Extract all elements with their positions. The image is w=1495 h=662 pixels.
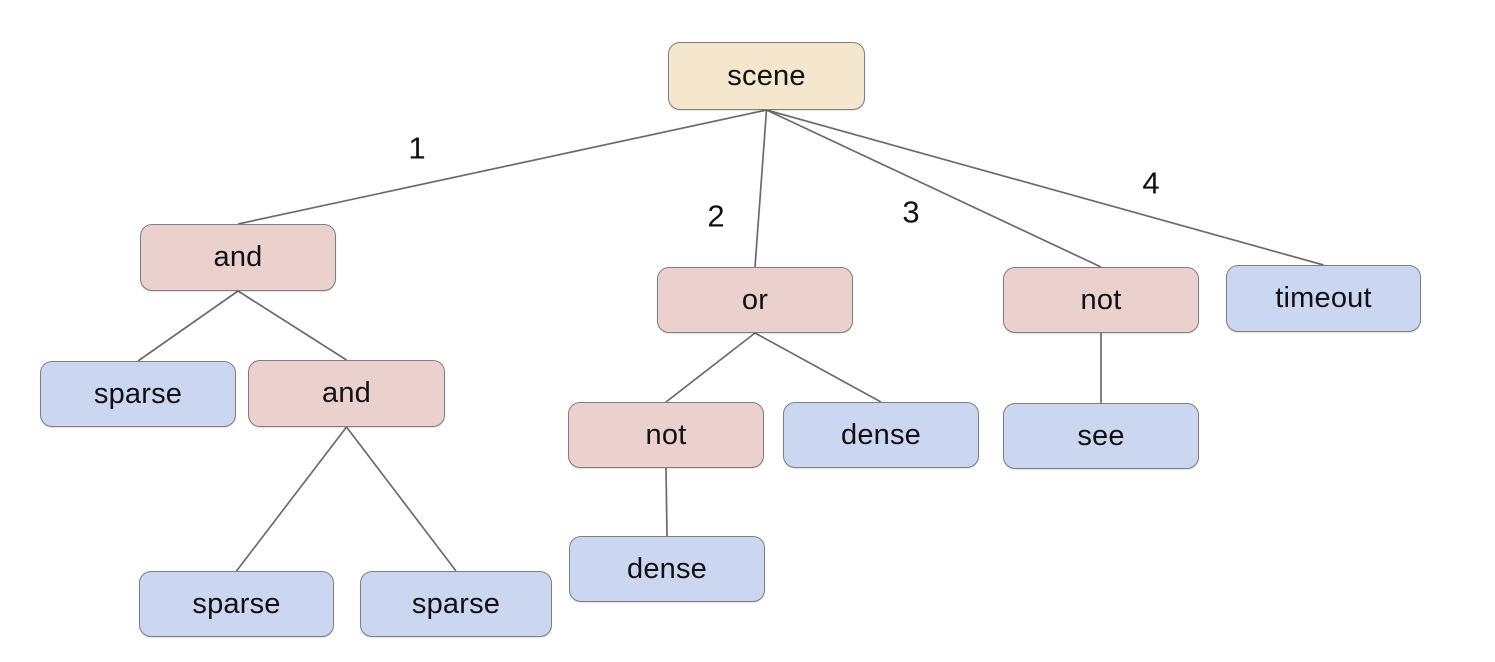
tree-node-and-2: and [248,360,445,427]
edge-and-1-sparse-left [137,290,239,362]
tree-node-sparse-bot-1: sparse [139,571,334,637]
edge-and-2-sparse-bot-1 [235,426,348,572]
tree-node-dense-bot: dense [569,536,765,602]
edge-and-1-and-2 [237,290,347,361]
edge-scene-and-1 [237,109,767,225]
edge-label-4: 4 [1142,165,1160,201]
tree-node-see: see [1003,403,1199,469]
edge-and-2-sparse-bot-2 [345,426,457,572]
edge-scene-not-right [766,109,1102,268]
tree-node-scene: scene [668,42,865,110]
edge-not-mid-dense-bot [665,467,668,537]
edge-or-1-not-mid [665,332,756,403]
tree-node-or-1: or [657,267,853,333]
tree-node-sparse-bot-2: sparse [360,571,552,637]
tree-node-not-mid: not [568,402,764,468]
edge-scene-timeout [766,109,1324,266]
edge-label-2: 2 [707,198,725,234]
edge-or-1-dense-mid [754,332,882,403]
edge-label-3: 3 [902,194,920,230]
tree-node-and-1: and [140,224,336,291]
tree-node-dense-mid: dense [783,402,979,468]
tree-node-timeout: timeout [1226,265,1421,332]
tree-node-not-right: not [1003,267,1199,333]
edge-scene-or-1 [754,109,768,268]
tree-node-sparse-left: sparse [40,361,236,427]
edge-label-1: 1 [408,130,426,166]
